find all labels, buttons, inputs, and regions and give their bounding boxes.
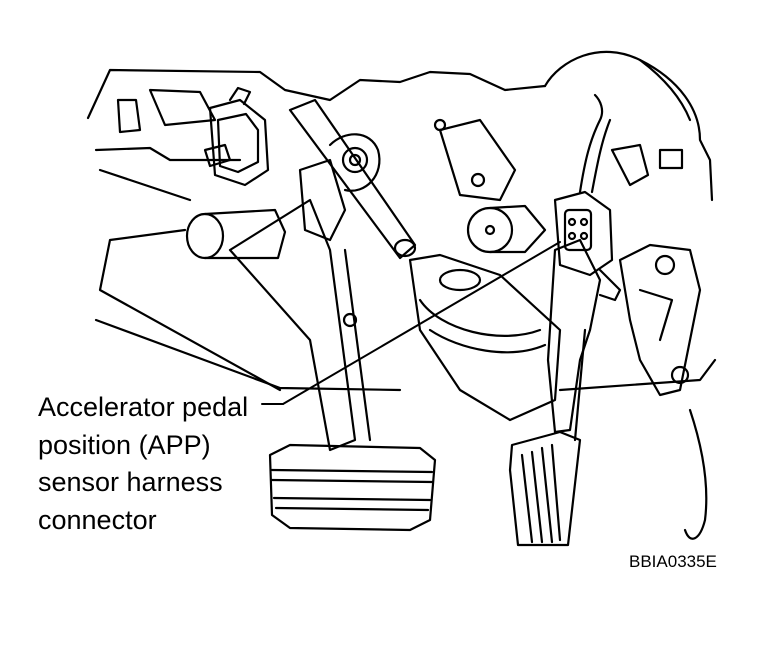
app-sensor-callout: Accelerator pedal position (APP) sensor … xyxy=(38,389,248,539)
callout-leader-line xyxy=(282,241,561,405)
left-connector-bracket xyxy=(203,86,270,187)
callout-line-1: Accelerator pedal xyxy=(38,392,249,422)
dash-lower-edge xyxy=(94,318,717,392)
figure-id: BBIA0335E xyxy=(629,552,717,571)
right-bracket xyxy=(610,143,708,540)
callout-line-3: sensor harness xyxy=(38,467,223,497)
callout-line-2: position (APP) xyxy=(38,429,211,460)
push-rod xyxy=(288,98,417,260)
callout-line-4: connector xyxy=(38,504,157,535)
pivot-boss xyxy=(433,118,547,254)
pivot-shaft xyxy=(98,208,287,392)
brake-pedal xyxy=(228,158,437,532)
dashboard-outline xyxy=(86,50,714,202)
accelerator-pedal xyxy=(508,238,602,547)
app-sensor-connector xyxy=(553,93,622,302)
lower-structure xyxy=(342,253,562,422)
